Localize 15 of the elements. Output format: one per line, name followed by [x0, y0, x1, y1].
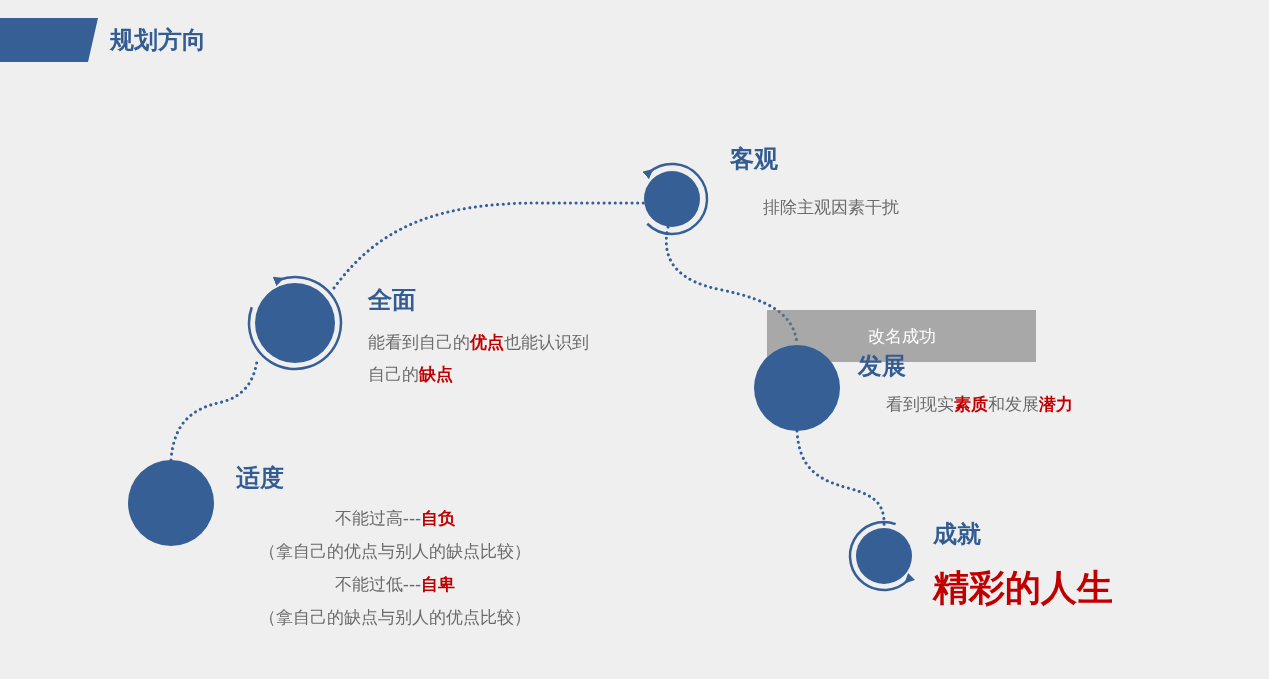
description: （拿自己的优点与别人的缺点比较）: [258, 540, 532, 563]
highlight-text: 精彩的人生: [933, 566, 1113, 610]
title: 规划方向: [110, 25, 206, 56]
heading: 适度: [236, 463, 284, 494]
heading: 全面: [368, 285, 416, 316]
description: （拿自己的缺点与别人的优点比较）: [258, 606, 532, 629]
description: 看到现实素质和发展潜力: [886, 393, 1073, 416]
description: 排除主观因素干扰: [763, 196, 899, 219]
description: 能看到自己的优点也能认识到自己的缺点: [368, 331, 590, 386]
heading: 成就: [933, 519, 981, 550]
heading: 客观: [730, 144, 778, 175]
dotted-connector: [169, 359, 259, 462]
dotted-connector: [332, 201, 646, 290]
description: 不能过高---自负: [333, 507, 457, 530]
description: 不能过低---自卑: [333, 573, 457, 596]
